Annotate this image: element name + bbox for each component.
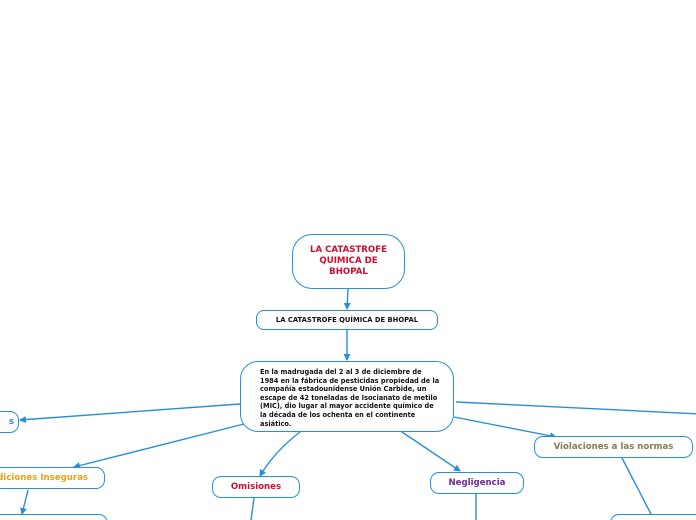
link-description-to-violaciones xyxy=(453,416,557,440)
link-violaciones-down xyxy=(621,457,653,517)
child-node-offscreen-left[interactable] xyxy=(0,514,108,520)
branch-left-partial-label: s xyxy=(8,417,14,427)
branch-negligencia-label: Negligencia xyxy=(448,478,506,488)
branch-condiciones-label: Condiciones Inseguras xyxy=(0,473,88,483)
subtitle-node[interactable]: LA CATASTROFE QUÍMICA DE BHOPAL xyxy=(256,310,438,330)
link-description-to-negligencia xyxy=(401,431,461,472)
branch-node-omisiones[interactable]: Omisiones xyxy=(212,476,300,498)
branch-violaciones-label: Violaciones a las normas xyxy=(553,442,674,452)
branch-omisiones-label: Omisiones xyxy=(230,482,282,492)
root-node-title[interactable]: LA CATASTROFE QUIMICA DE BHOPAL xyxy=(292,234,405,289)
description-node[interactable]: En la madrugada del 2 al 3 de diciembre … xyxy=(240,361,454,432)
child-node-offscreen-right[interactable] xyxy=(610,514,696,520)
link-description-to-left xyxy=(19,403,241,424)
link-description-to-condiciones xyxy=(73,423,245,469)
link-description-to-right-offscreen xyxy=(455,401,696,415)
branch-node-violaciones[interactable]: Violaciones a las normas xyxy=(534,436,693,458)
branch-node-condiciones-inseguras[interactable]: Condiciones Inseguras xyxy=(0,467,105,489)
branch-node-left-partial[interactable]: s xyxy=(0,411,19,433)
link-root-to-subtitle xyxy=(343,288,351,310)
root-title-text: LA CATASTROFE QUIMICA DE BHOPAL xyxy=(310,245,387,277)
link-condiciones-down xyxy=(20,489,29,515)
subtitle-text: LA CATASTROFE QUÍMICA DE BHOPAL xyxy=(275,316,419,324)
description-text: En la madrugada del 2 al 3 de diciembre … xyxy=(260,368,440,428)
link-description-to-omisiones xyxy=(259,431,301,477)
branch-node-negligencia[interactable]: Negligencia xyxy=(430,472,524,494)
link-omisiones-down xyxy=(250,497,255,520)
